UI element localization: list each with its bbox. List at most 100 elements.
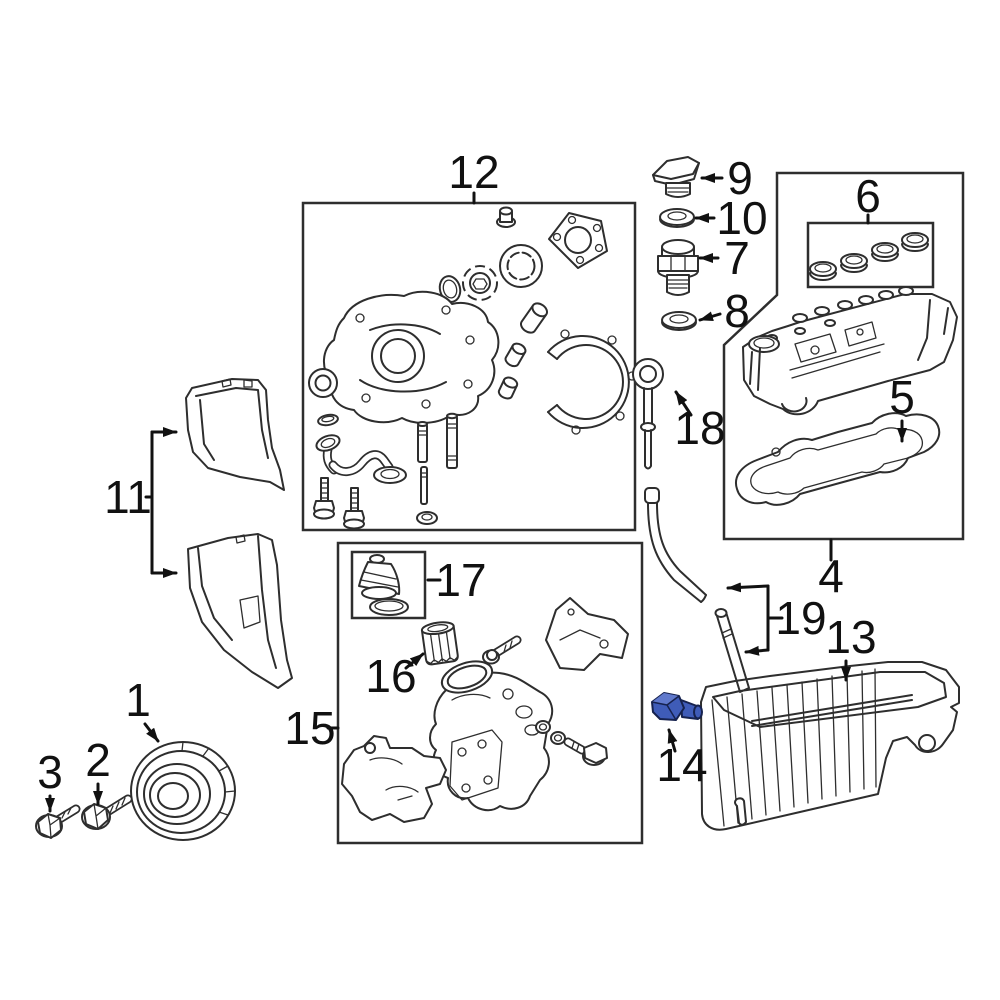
callout-19: 19 (726, 582, 827, 656)
callout-11: 11 (104, 427, 178, 578)
callout-2: 2 (85, 734, 111, 806)
arrow-to-pulley (143, 722, 160, 743)
crankshaft-pulley-part (130, 741, 236, 841)
callout-7: 7 (698, 232, 750, 284)
callout-label-19: 19 (775, 592, 826, 644)
arrow-to-filter-element (404, 652, 425, 670)
bracket-timing-covers (144, 430, 154, 575)
callout-label-10: 10 (716, 192, 767, 244)
arrow-to-plug-seal (698, 311, 722, 322)
callout-12: 12 (448, 146, 500, 205)
pump-bolt-a (313, 477, 335, 520)
callout-3: 3 (37, 746, 63, 813)
callout-label-1: 1 (125, 674, 151, 726)
dipstick-tube-part (644, 487, 750, 693)
callout-label-11: 11 (104, 471, 152, 523)
callout-15: 15 (284, 702, 340, 754)
dipstick-tube-lower (714, 608, 750, 693)
pump-o-ring (438, 275, 462, 303)
oil-pickup-tube (315, 434, 407, 484)
callout-label-9: 9 (727, 152, 753, 204)
valve-cover-gasket-part (735, 412, 941, 506)
pump-plug-bolt (496, 206, 516, 228)
heat-shield-bracket (341, 735, 447, 823)
callout-8: 8 (698, 285, 750, 337)
pump-stud-thin (420, 466, 428, 505)
oil-pump-kit-parts (308, 206, 637, 530)
filter-housing-kit-parts (341, 554, 629, 823)
arrow-to-drain-plug (667, 728, 678, 753)
filter-element-part (420, 621, 459, 666)
oil-pressure-plug-part (657, 239, 699, 296)
callout-1: 1 (125, 674, 160, 743)
bracket-dipstick-tube (766, 584, 784, 652)
pump-roller-pin (520, 302, 549, 334)
callout-label-12: 12 (448, 146, 499, 198)
callout-label-7: 7 (724, 232, 750, 284)
pump-cover-plate (548, 212, 608, 269)
housing-o-rings (535, 720, 566, 745)
small-bolt-part (35, 804, 81, 839)
timing-cover-upper (185, 378, 285, 491)
pump-outer-rotor (499, 244, 543, 288)
callout-label-3: 3 (37, 746, 63, 798)
callout-17: 17 (426, 554, 487, 606)
callout-10: 10 (694, 192, 768, 244)
front-seal-ring (308, 368, 338, 398)
heat-shield-right (545, 597, 629, 671)
tube-seal-3 (871, 242, 899, 262)
arrow-to-tube-upper (726, 582, 770, 593)
valve-cover-part (742, 286, 958, 416)
housing-right-bolt (563, 737, 608, 766)
pulley-bolt-part (81, 794, 133, 830)
callout-16: 16 (365, 650, 425, 702)
callout-13: 13 (825, 611, 877, 682)
pump-seal-grommet (416, 511, 438, 525)
pump-roller-small (504, 342, 527, 368)
callout-label-2: 2 (85, 734, 111, 786)
callout-9: 9 (700, 152, 753, 204)
filter-housing-body (429, 660, 554, 812)
tube-seal-2 (840, 253, 868, 273)
pulley-rim-ticks (181, 741, 236, 816)
pump-bolt-b (343, 487, 365, 530)
callout-4: 4 (818, 538, 844, 602)
tube-seal-1 (809, 261, 837, 281)
pump-stud (417, 421, 428, 463)
callout-label-16: 16 (365, 650, 416, 702)
callout-6: 6 (855, 170, 881, 225)
filter-cap-part (358, 554, 409, 616)
pump-housing (323, 290, 500, 424)
plug-seal-part (661, 311, 697, 331)
oil-drain-plug-part (651, 692, 703, 721)
oil-dipstick-part (632, 358, 664, 470)
pump-stud-long (446, 412, 458, 469)
oil-filler-plug-part (652, 156, 700, 198)
oil-pan-part (700, 661, 960, 831)
callout-label-13: 13 (825, 611, 876, 663)
callout-label-5: 5 (889, 371, 915, 423)
callout-5: 5 (889, 371, 915, 443)
timing-cover-lower (187, 533, 293, 689)
small-o-ring (317, 413, 339, 427)
spark-plug-tube-seals (809, 232, 929, 281)
tube-seal-4 (901, 232, 929, 252)
callout-18: 18 (674, 390, 726, 454)
callout-label-18: 18 (674, 402, 725, 454)
callout-label-4: 4 (818, 550, 844, 602)
arrow-to-tube-lower (744, 645, 770, 656)
callout-label-6: 6 (855, 170, 881, 222)
callout-label-14: 14 (656, 739, 707, 791)
crank-seal-retainer-gasket (547, 329, 637, 435)
filler-plug-gasket-part (659, 208, 695, 228)
callout-14: 14 (656, 728, 708, 791)
pump-inner-rotor (462, 265, 498, 301)
housing-top-bolt (482, 635, 522, 665)
arrow-to-dipstick (674, 390, 693, 417)
oil-pan-ribs (711, 668, 877, 827)
oil-cap-on-cover (748, 335, 780, 353)
callout-label-17: 17 (435, 554, 486, 606)
pump-roller-small-2 (497, 376, 519, 400)
